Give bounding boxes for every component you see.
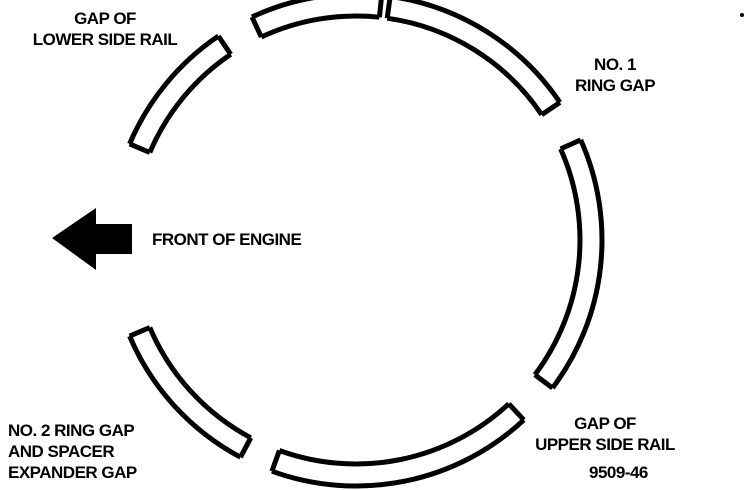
label-line: EXPANDER GAP [8, 463, 137, 482]
label-line: NO. 2 RING GAP [8, 421, 135, 440]
gap-cap [238, 436, 254, 459]
ring-arc [127, 34, 220, 145]
ring-arc [147, 326, 252, 441]
gap-cap [128, 141, 151, 155]
label-line: AND SPACER [8, 442, 115, 461]
arrow-left-icon [52, 208, 132, 270]
label-line: FRONT OF ENGINE [152, 230, 302, 249]
gap-cap [376, 0, 384, 18]
gap-cap [249, 15, 264, 39]
label-line: LOWER SIDE RAIL [32, 30, 178, 49]
label-lower-side-rail-gap: GAP OF LOWER SIDE RAIL [10, 8, 200, 50]
label-line: RING GAP [574, 76, 656, 95]
ring-arc [386, 15, 544, 117]
ring-arc [260, 13, 380, 40]
label-no1-ring-gap: NO. 1 RING GAP [560, 54, 670, 96]
ring-arc [147, 52, 233, 154]
ring-arc [550, 138, 605, 390]
gap-cap [269, 449, 282, 473]
gap-caps [128, 0, 582, 473]
label-line: NO. 1 [594, 55, 636, 74]
label-line: GAP OF [74, 9, 136, 28]
ring-arc [532, 147, 583, 377]
ring-arc [250, 0, 315, 20]
gap-cap [506, 402, 526, 422]
figure-number: 9509-46 [589, 462, 648, 483]
label-line: UPPER SIDE RAIL [535, 435, 675, 454]
speck [740, 13, 744, 17]
ring-arcs [127, 0, 605, 489]
gap-cap [540, 100, 562, 117]
gap-cap [533, 372, 555, 390]
ring-arc [271, 418, 526, 489]
gap-cap [384, 0, 393, 19]
ring-arc [278, 401, 511, 467]
gap-cap [559, 137, 582, 152]
gap-cap [216, 34, 233, 56]
ring-arc [396, 0, 562, 104]
label-front-of-engine: FRONT OF ENGINE [152, 229, 302, 250]
ring-arc [127, 335, 242, 460]
label-line: 9509-46 [589, 463, 648, 482]
label-line: GAP OF [574, 414, 636, 433]
gap-cap [128, 325, 151, 339]
label-upper-side-rail-gap: GAP OF UPPER SIDE RAIL [515, 413, 695, 455]
label-no2-ring-gap: NO. 2 RING GAP AND SPACER EXPANDER GAP [8, 420, 137, 483]
